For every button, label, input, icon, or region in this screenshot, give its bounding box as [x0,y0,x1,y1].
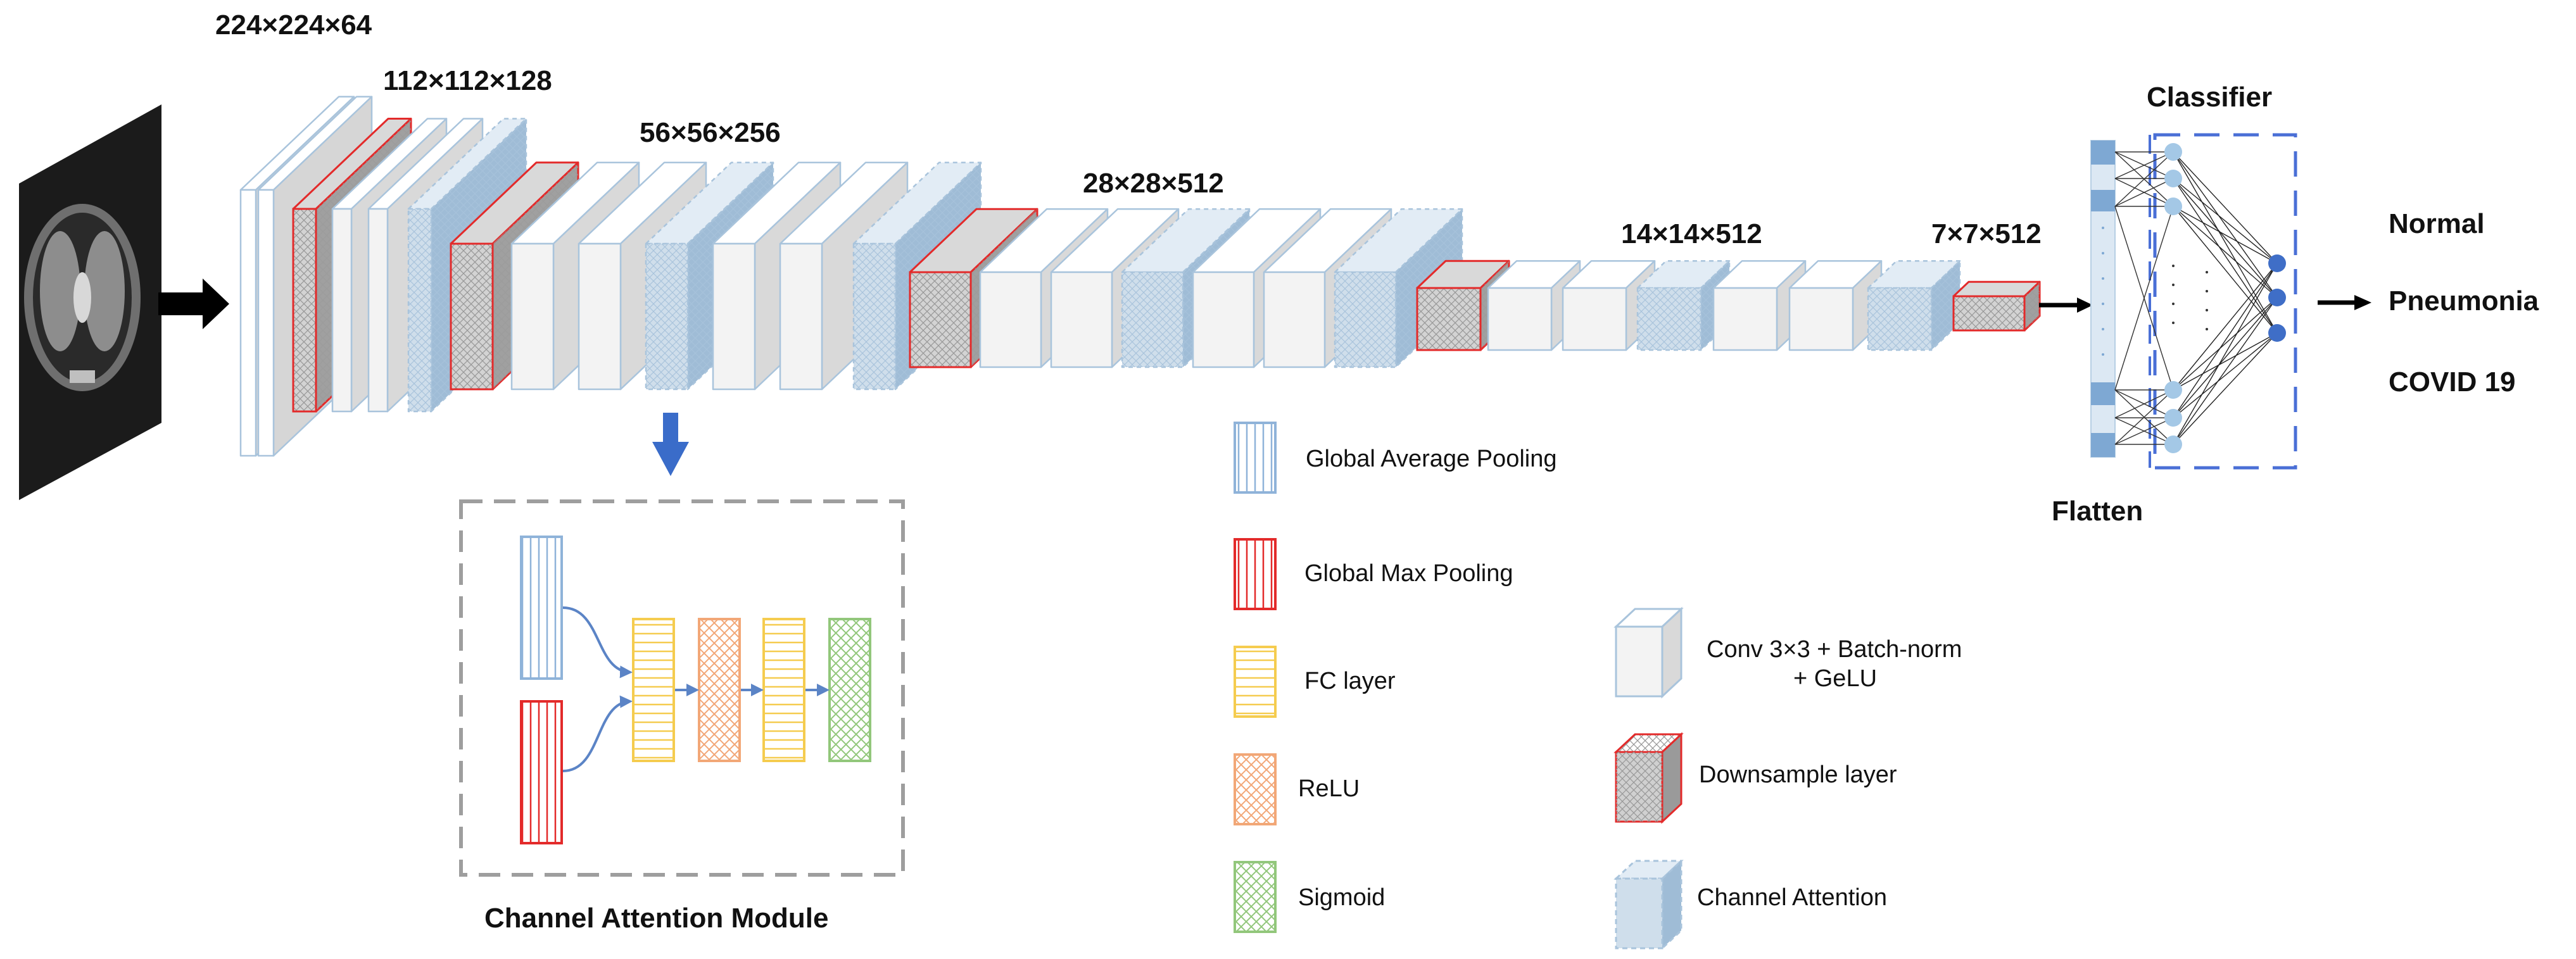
output-node-2 [2268,324,2286,342]
output-class-pneumonia: Pneumonia [2389,285,2539,317]
legend-conv-label-1: Conv 3×3 + Batch-norm [1707,636,1962,663]
legend-gmp-label: Global Max Pooling [1304,560,1513,587]
flatten-cell-1 [2091,190,2115,211]
stage5-channel-attention-b [1867,260,1961,351]
legend-gap-label: Global Average Pooling [1306,446,1556,472]
cam-fc2-block [762,618,805,762]
flatten-arrow [2039,298,2093,313]
legend-fc-label: FC layer [1304,668,1396,694]
legend-gap-swatch [1234,422,1277,494]
output-node-0 [2268,254,2286,272]
hidden-node-4 [2164,409,2182,427]
flatten-label: Flatten [2052,496,2143,527]
output-node-1 [2268,289,2286,306]
stage-label-7: 7×7×512 [1931,218,2042,249]
classifier-network [2114,143,2286,453]
cam-fc1-block [632,618,675,762]
cam-expand-arrow [652,413,689,476]
legend-ca-swatch [1613,858,1684,951]
cam-sigmoid-block [828,618,871,762]
legend-gmp-swatch [1234,538,1277,610]
hidden-node-2 [2164,197,2182,215]
stage5-conv-d [1788,260,1883,351]
stage-label-112: 112×112×128 [383,65,552,96]
classifier: Classifier Flatten Normal Pneumonia COVI… [2052,82,2539,527]
flatten-cell-2 [2091,382,2115,405]
legend-conv-swatch [1613,606,1684,699]
cam-gap-block [520,536,563,680]
cam-title: Channel Attention Module [484,903,828,934]
legend-sigmoid-label: Sigmoid [1298,884,1385,911]
flatten-cell-3 [2091,433,2115,457]
classifier-title: Classifier [2147,82,2272,113]
stage6-downsample [1952,280,2041,332]
cam-relu-block [698,618,741,762]
channel-attention-module: Channel Attention Module [459,499,905,934]
legend-sigmoid-swatch [1234,861,1277,933]
legend-relu-swatch [1234,753,1277,825]
flatten-cell-0 [2091,141,2115,165]
input-ct-image [19,104,161,500]
cam-dashed-box [459,499,905,877]
stage-label-224: 224×224×64 [215,9,372,41]
feature-map-blocks [239,96,2041,457]
legend-conv-label-2: + GeLU [1793,665,1877,692]
cam-gmp-block [520,700,563,844]
stage-label-14: 14×14×512 [1621,218,1762,249]
stage-label-28: 28×28×512 [1083,168,1224,199]
cam-arrow-gmp [562,695,633,772]
legend-downsample-label: Downsample layer [1699,762,1897,788]
legend-relu-label: ReLU [1298,775,1360,802]
output-arrow [2318,295,2371,310]
input-arrow [158,279,229,329]
legend: Global Average Pooling Global Max Poolin… [1234,422,1962,951]
output-class-covid: COVID 19 [2389,367,2516,398]
hidden-node-3 [2164,381,2182,399]
cam-arrow-gap [562,606,633,679]
output-class-normal: Normal [2389,208,2485,239]
flatten-vector [2090,140,2116,458]
hidden-node-5 [2164,436,2182,453]
hidden-node-0 [2164,143,2182,161]
legend-fc-swatch [1234,646,1277,718]
hidden-node-1 [2164,170,2182,187]
legend-ca-label: Channel Attention [1697,884,1887,911]
legend-downsample-swatch [1613,732,1684,824]
stage-label-56: 56×56×256 [640,117,781,148]
